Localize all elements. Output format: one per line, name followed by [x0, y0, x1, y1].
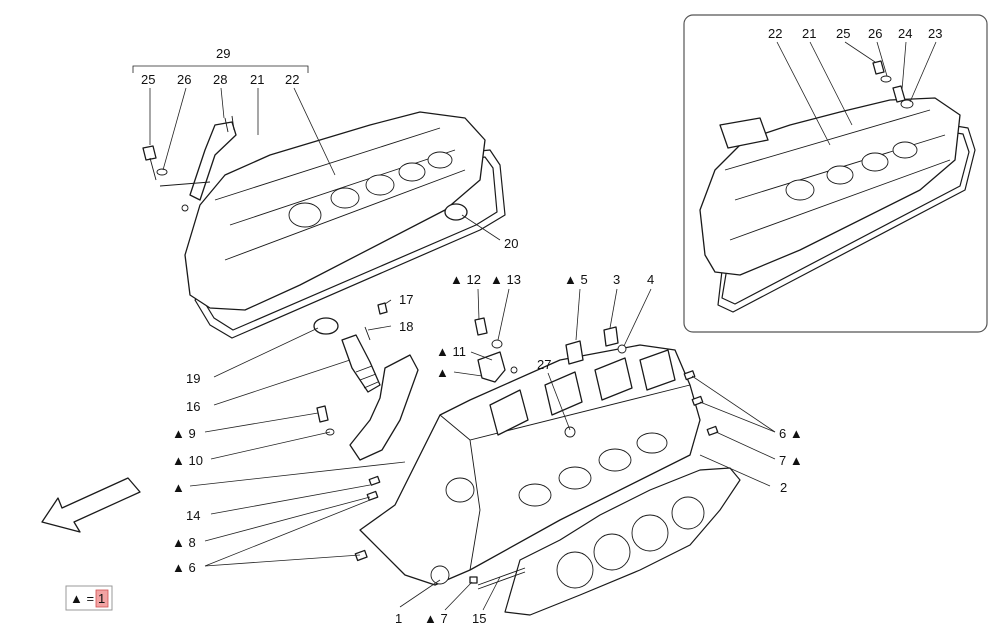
- callout-16: 16: [186, 399, 200, 414]
- cylinder-head: [354, 326, 719, 590]
- callout-6-left: ▲ 6: [172, 560, 196, 575]
- callout-20: 20: [504, 236, 518, 251]
- legend-symbol: ▲ =: [70, 591, 94, 606]
- callout-13: ▲ 13: [490, 272, 521, 287]
- callout-7-bottom: ▲ 7: [424, 611, 448, 626]
- callout-labels: 29 25 26 28 21 22 20 22 21 25 26 24 23 1…: [141, 26, 942, 626]
- callout-12: ▲ 12: [450, 272, 481, 287]
- callout-9: ▲ 9: [172, 426, 196, 441]
- callout-7-right: 7 ▲: [779, 453, 803, 468]
- callout-2: 2: [780, 480, 787, 495]
- callout-17: 17: [399, 292, 413, 307]
- callout-25: 25: [141, 72, 155, 87]
- callout-triangle-left: ▲: [172, 480, 185, 495]
- callout-8: ▲ 8: [172, 535, 196, 550]
- legend: ▲ = 1: [65, 585, 113, 611]
- direction-arrow: [41, 477, 141, 533]
- head-gasket: [504, 467, 741, 616]
- callout-18: 18: [399, 319, 413, 334]
- callout-29: 29: [216, 46, 230, 61]
- callout-11-triangle: ▲: [436, 365, 449, 380]
- callout-inset-23: 23: [928, 26, 942, 41]
- inset-valve-cover: [699, 60, 976, 313]
- callout-21: 21: [250, 72, 264, 87]
- callout-inset-22: 22: [768, 26, 782, 41]
- callout-inset-26: 26: [868, 26, 882, 41]
- legend-value: 1: [98, 591, 105, 606]
- callout-27: 27: [537, 357, 551, 372]
- left-valve-cover: [142, 111, 506, 339]
- legend-value-bg: [95, 589, 109, 608]
- callout-inset-24: 24: [898, 26, 912, 41]
- callout-10: ▲ 10: [172, 453, 203, 468]
- callout-6-right: 6 ▲: [779, 426, 803, 441]
- callout-1: 1: [395, 611, 402, 626]
- callout-inset-25: 25: [836, 26, 850, 41]
- callout-3: 3: [613, 272, 620, 287]
- callout-4: 4: [647, 272, 654, 287]
- solenoid-group: [313, 302, 576, 461]
- callout-15: 15: [472, 611, 486, 626]
- leader-lines: [132, 41, 937, 611]
- callout-26: 26: [177, 72, 191, 87]
- inset-frame: [683, 14, 988, 333]
- callout-28: 28: [213, 72, 227, 87]
- callout-14: 14: [186, 508, 200, 523]
- callout-5: ▲ 5: [564, 272, 588, 287]
- callout-inset-21: 21: [802, 26, 816, 41]
- callout-11: ▲ 11: [436, 344, 466, 359]
- callout-22: 22: [285, 72, 299, 87]
- callout-19: 19: [186, 371, 200, 386]
